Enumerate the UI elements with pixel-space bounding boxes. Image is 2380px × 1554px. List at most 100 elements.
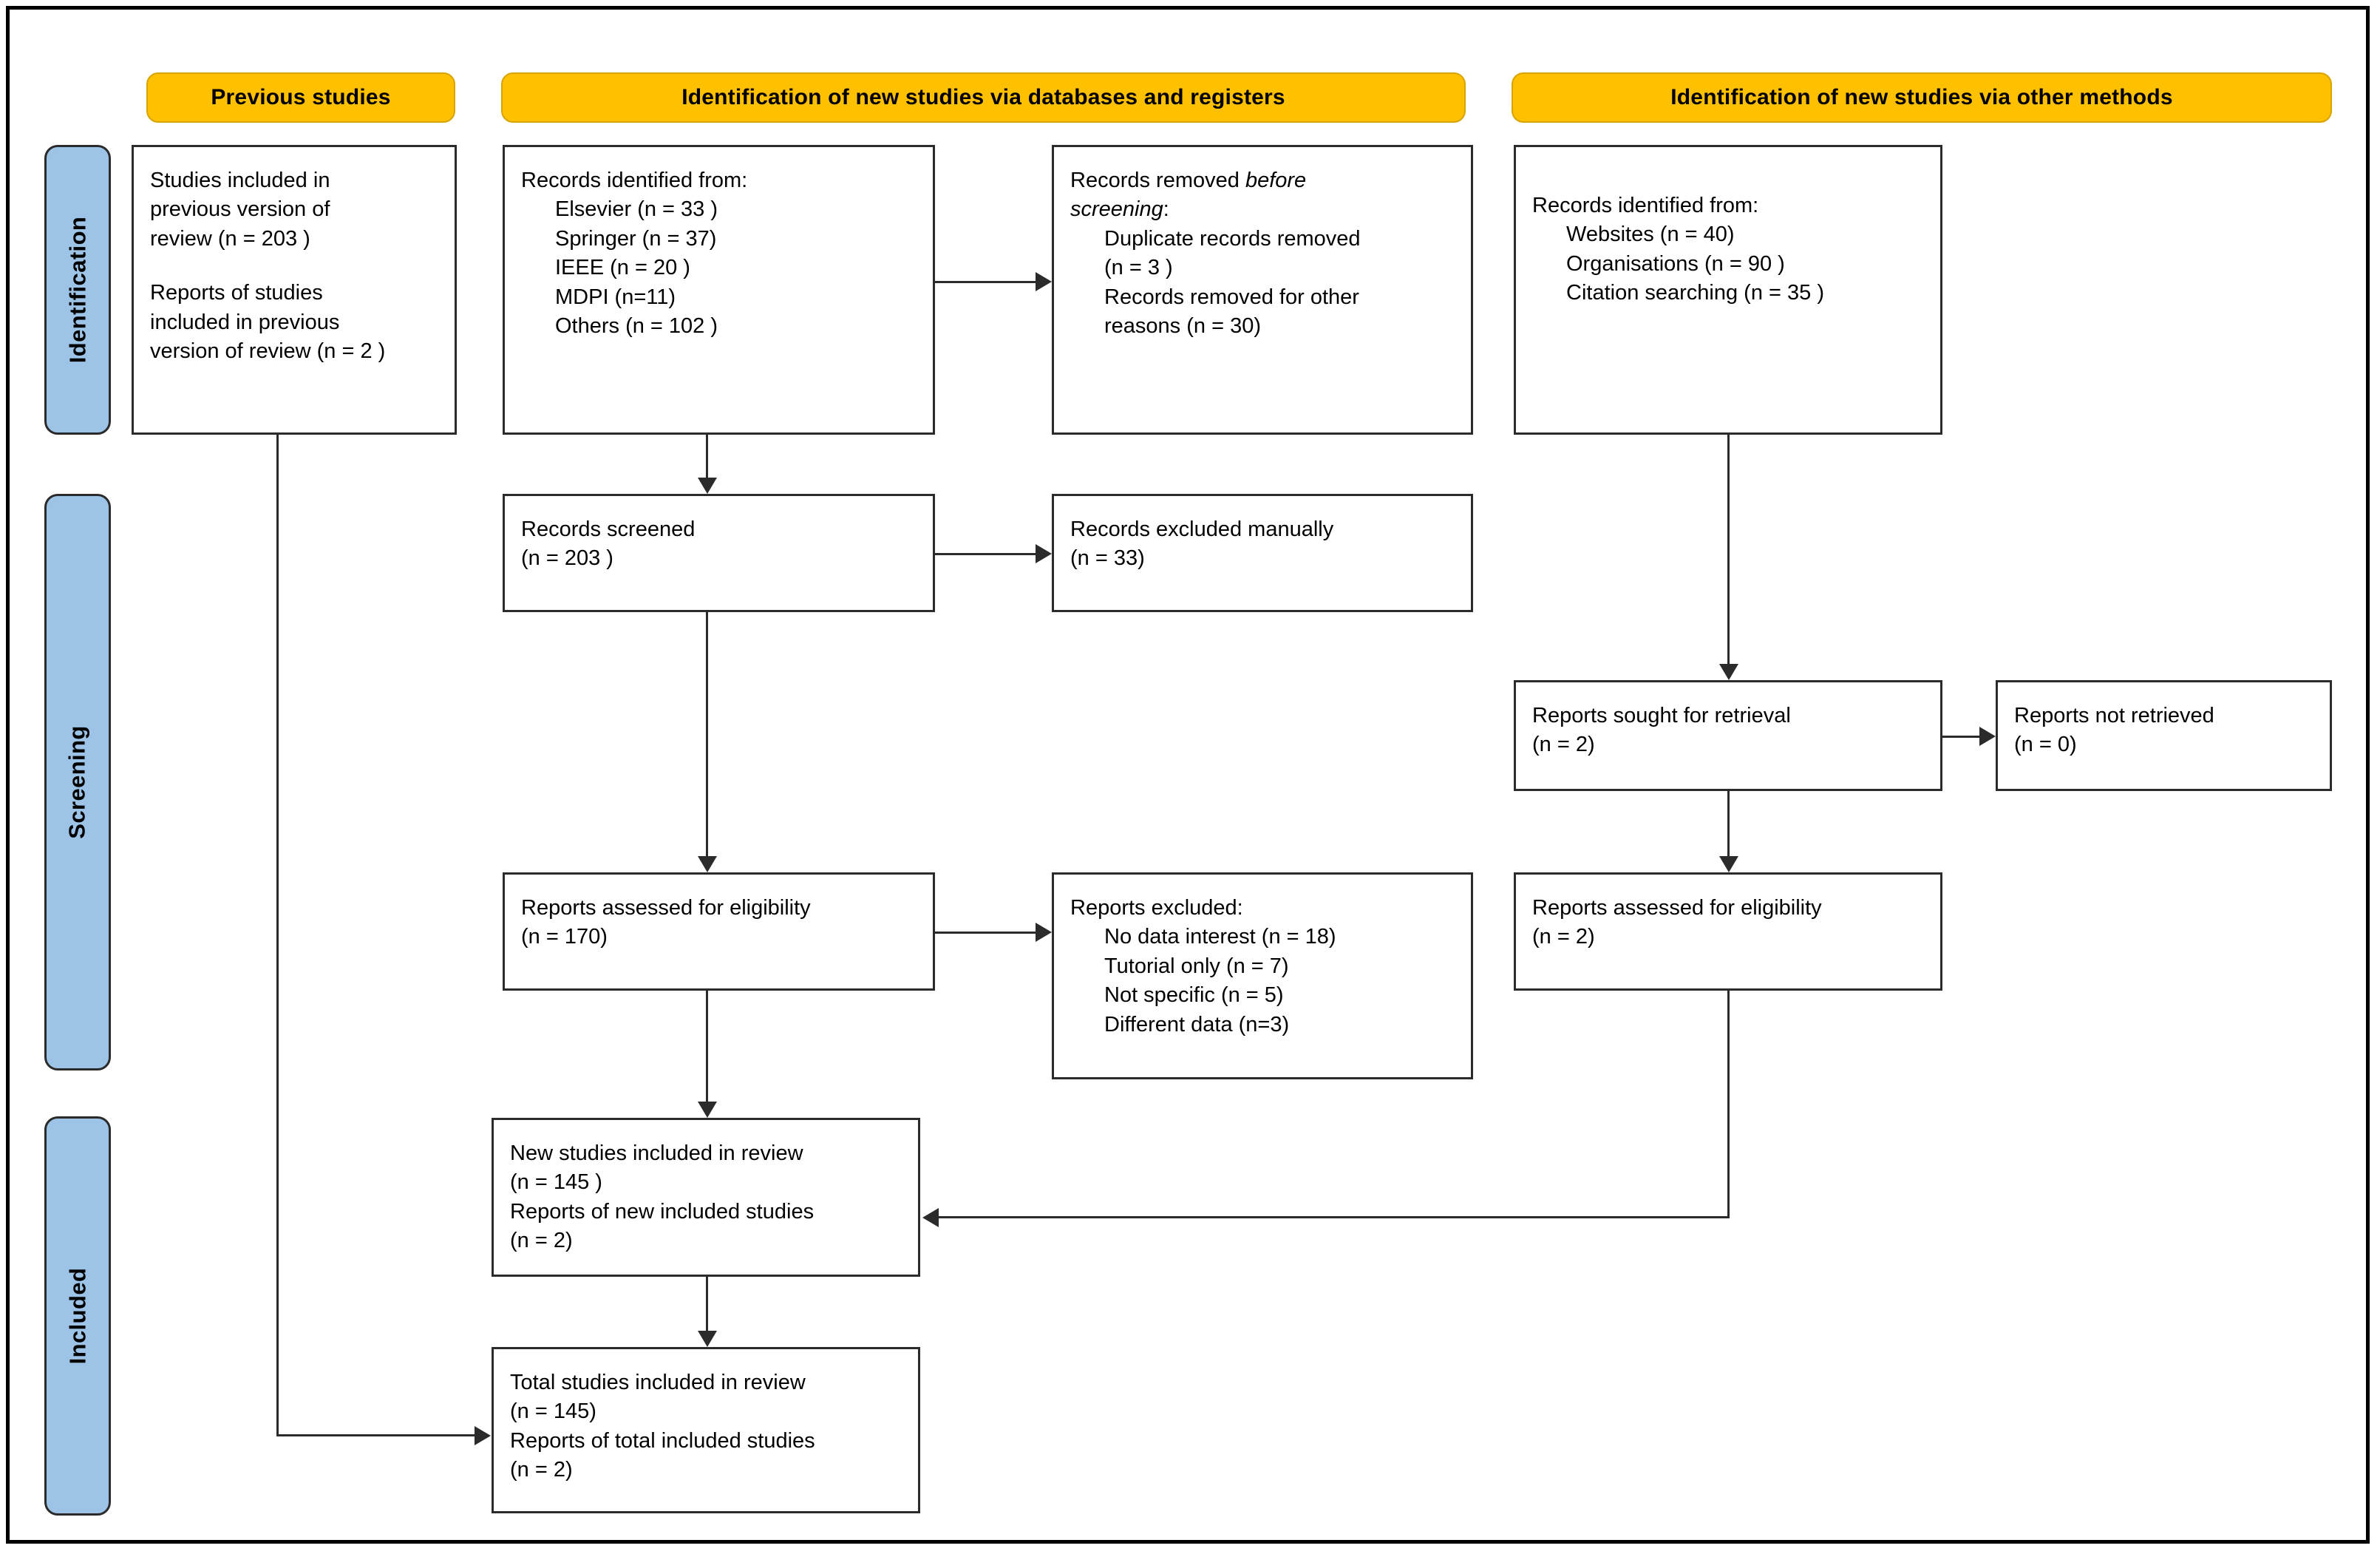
arrowhead-assessed-to-excluded: [1036, 923, 1052, 942]
new-studies-line-1: New studies included in review: [510, 1141, 803, 1165]
connector-sought-to-not-retrieved: [1942, 736, 1979, 738]
reports-sought-line-2: (n = 2): [1532, 733, 1595, 757]
records-removed-heading: Records removed before: [1070, 166, 1455, 195]
connector-assessed-to-excluded: [935, 932, 1036, 934]
box-reports-sought: Reports sought for retrieval (n = 2): [1514, 680, 1942, 791]
total-studies-line-3: Reports of total included studies: [510, 1428, 815, 1453]
previous-studies-line-6: version of review (n = 2 ): [150, 339, 386, 364]
stage-included: Included: [44, 1116, 111, 1516]
records-identified-heading: Records identified from:: [521, 169, 748, 192]
previous-studies-spacer: [150, 254, 438, 279]
reports-excluded-item-0: No data interest (n = 18): [1104, 925, 1336, 949]
new-studies-line-4: (n = 2): [510, 1229, 573, 1253]
connector-screened-to-excluded: [935, 553, 1036, 555]
arrowhead-other-to-sought: [1719, 664, 1738, 680]
connector-previous-studies-to-total: [276, 1434, 475, 1436]
connector-sought-to-assessed-other: [1727, 791, 1730, 856]
previous-studies-line-2: previous version of: [150, 197, 330, 222]
reports-assessed-db-line-2: (n = 170): [521, 925, 608, 949]
records-excluded-line-2: (n = 33): [1070, 546, 1145, 571]
stage-identification: Identification: [44, 145, 111, 435]
total-studies-line-4: (n = 2): [510, 1458, 573, 1482]
connector-identified-to-removed: [935, 281, 1036, 283]
reports-excluded-item-2: Not specific (n = 5): [1104, 983, 1284, 1008]
records-removed-item-0: Duplicate records removed: [1104, 226, 1361, 251]
records-identified-item-4: Others (n = 102 ): [555, 314, 718, 339]
stage-screening-label: Screening: [64, 725, 91, 839]
new-studies-line-2: (n = 145 ): [510, 1170, 602, 1195]
previous-studies-line-1: Studies included in: [150, 169, 330, 192]
reports-assessed-other-line-2: (n = 2): [1532, 925, 1595, 949]
arrowhead-new-to-total-studies: [698, 1331, 717, 1347]
banner-databases-registers-label: Identification of new studies via databa…: [681, 85, 1285, 109]
records-screened-line-1: Records screened: [521, 518, 696, 541]
connector-previous-studies-down: [276, 435, 279, 1436]
records-removed-item-1: (n = 3 ): [1104, 256, 1173, 280]
records-identified-item-1: Springer (n = 37): [555, 226, 717, 251]
previous-studies-line-5: included in previous: [150, 310, 340, 334]
banner-databases-registers: Identification of new studies via databa…: [501, 72, 1466, 123]
connector-screened-to-assessed: [706, 612, 708, 856]
banner-other-methods-label: Identification of new studies via other …: [1670, 85, 2173, 109]
reports-not-retrieved-line-1: Reports not retrieved: [2014, 704, 2214, 727]
records-removed-heading-2: screening:: [1070, 195, 1455, 224]
records-screened-line-2: (n = 203 ): [521, 546, 613, 571]
arrowhead-identified-to-screened: [698, 478, 717, 494]
reports-excluded-item-3: Different data (n=3): [1104, 1012, 1290, 1036]
box-records-identified: Records identified from: Elsevier (n = 3…: [503, 145, 935, 435]
other-identified-item-1: Organisations (n = 90 ): [1566, 251, 1785, 276]
arrowhead-identified-to-removed: [1036, 272, 1052, 291]
new-studies-line-3: Reports of new included studies: [510, 1199, 815, 1224]
total-studies-line-2: (n = 145): [510, 1399, 596, 1424]
records-removed-item-3: reasons (n = 30): [1104, 314, 1261, 339]
arrowhead-screened-to-excluded: [1036, 544, 1052, 563]
other-identified-item-2: Citation searching (n = 35 ): [1566, 281, 1824, 305]
reports-not-retrieved-line-2: (n = 0): [2014, 733, 2077, 757]
arrowhead-sought-to-not-retrieved: [1979, 727, 1996, 746]
reports-excluded-heading: Reports excluded:: [1070, 896, 1243, 920]
reports-assessed-other-line-1: Reports assessed for eligibility: [1532, 896, 1822, 920]
box-records-excluded: Records excluded manually (n = 33): [1052, 494, 1473, 612]
reports-assessed-db-line-1: Reports assessed for eligibility: [521, 896, 811, 920]
arrowhead-assessed-to-new-studies: [698, 1102, 717, 1118]
records-identified-item-0: Elsevier (n = 33 ): [555, 197, 718, 222]
reports-sought-line-1: Reports sought for retrieval: [1532, 704, 1791, 727]
box-reports-not-retrieved: Reports not retrieved (n = 0): [1996, 680, 2332, 791]
connector-assessed-other-down: [1727, 991, 1730, 1218]
box-reports-assessed-other: Reports assessed for eligibility (n = 2): [1514, 872, 1942, 991]
previous-studies-line-3: review (n = 203 ): [150, 226, 310, 251]
box-other-identified: Records identified from: Websites (n = 4…: [1514, 145, 1942, 435]
other-identified-heading: Records identified from:: [1532, 194, 1759, 217]
box-previous-studies: Studies included in previous version of …: [132, 145, 457, 435]
stage-identification-label: Identification: [64, 216, 90, 364]
page-border: [6, 6, 2370, 1544]
total-studies-line-1: Total studies included in review: [510, 1371, 806, 1394]
arrowhead-assessed-other-to-new-studies: [922, 1208, 939, 1227]
box-reports-excluded: Reports excluded: No data interest (n = …: [1052, 872, 1473, 1079]
connector-assessed-to-new-studies: [706, 991, 708, 1102]
box-new-studies: New studies included in review (n = 145 …: [492, 1118, 920, 1277]
banner-previous-studies: Previous studies: [146, 72, 455, 123]
connector-assessed-other-to-new-studies: [939, 1216, 1730, 1218]
other-identified-spacer: [1532, 166, 1924, 191]
banner-previous-studies-label: Previous studies: [211, 85, 391, 109]
records-removed-heading-a: Records removed: [1070, 169, 1245, 192]
records-removed-heading-em2: screening: [1070, 197, 1163, 222]
records-removed-heading-b: :: [1163, 197, 1169, 222]
records-identified-item-2: IEEE (n = 20 ): [555, 256, 690, 280]
connector-identified-to-screened: [706, 435, 708, 478]
box-records-screened: Records screened (n = 203 ): [503, 494, 935, 612]
records-removed-heading-em1: before: [1245, 169, 1307, 192]
box-records-removed: Records removed before screening: Duplic…: [1052, 145, 1473, 435]
records-removed-item-2: Records removed for other: [1104, 285, 1359, 309]
other-identified-item-0: Websites (n = 40): [1566, 223, 1735, 247]
stage-screening: Screening: [44, 494, 111, 1071]
connector-other-to-sought: [1727, 435, 1730, 664]
banner-other-methods: Identification of new studies via other …: [1512, 72, 2332, 123]
connector-new-to-total-studies: [706, 1277, 708, 1331]
reports-excluded-item-1: Tutorial only (n = 7): [1104, 954, 1289, 978]
arrowhead-previous-studies-to-total: [475, 1426, 491, 1445]
box-total-studies: Total studies included in review (n = 14…: [492, 1347, 920, 1513]
records-excluded-line-1: Records excluded manually: [1070, 518, 1334, 541]
